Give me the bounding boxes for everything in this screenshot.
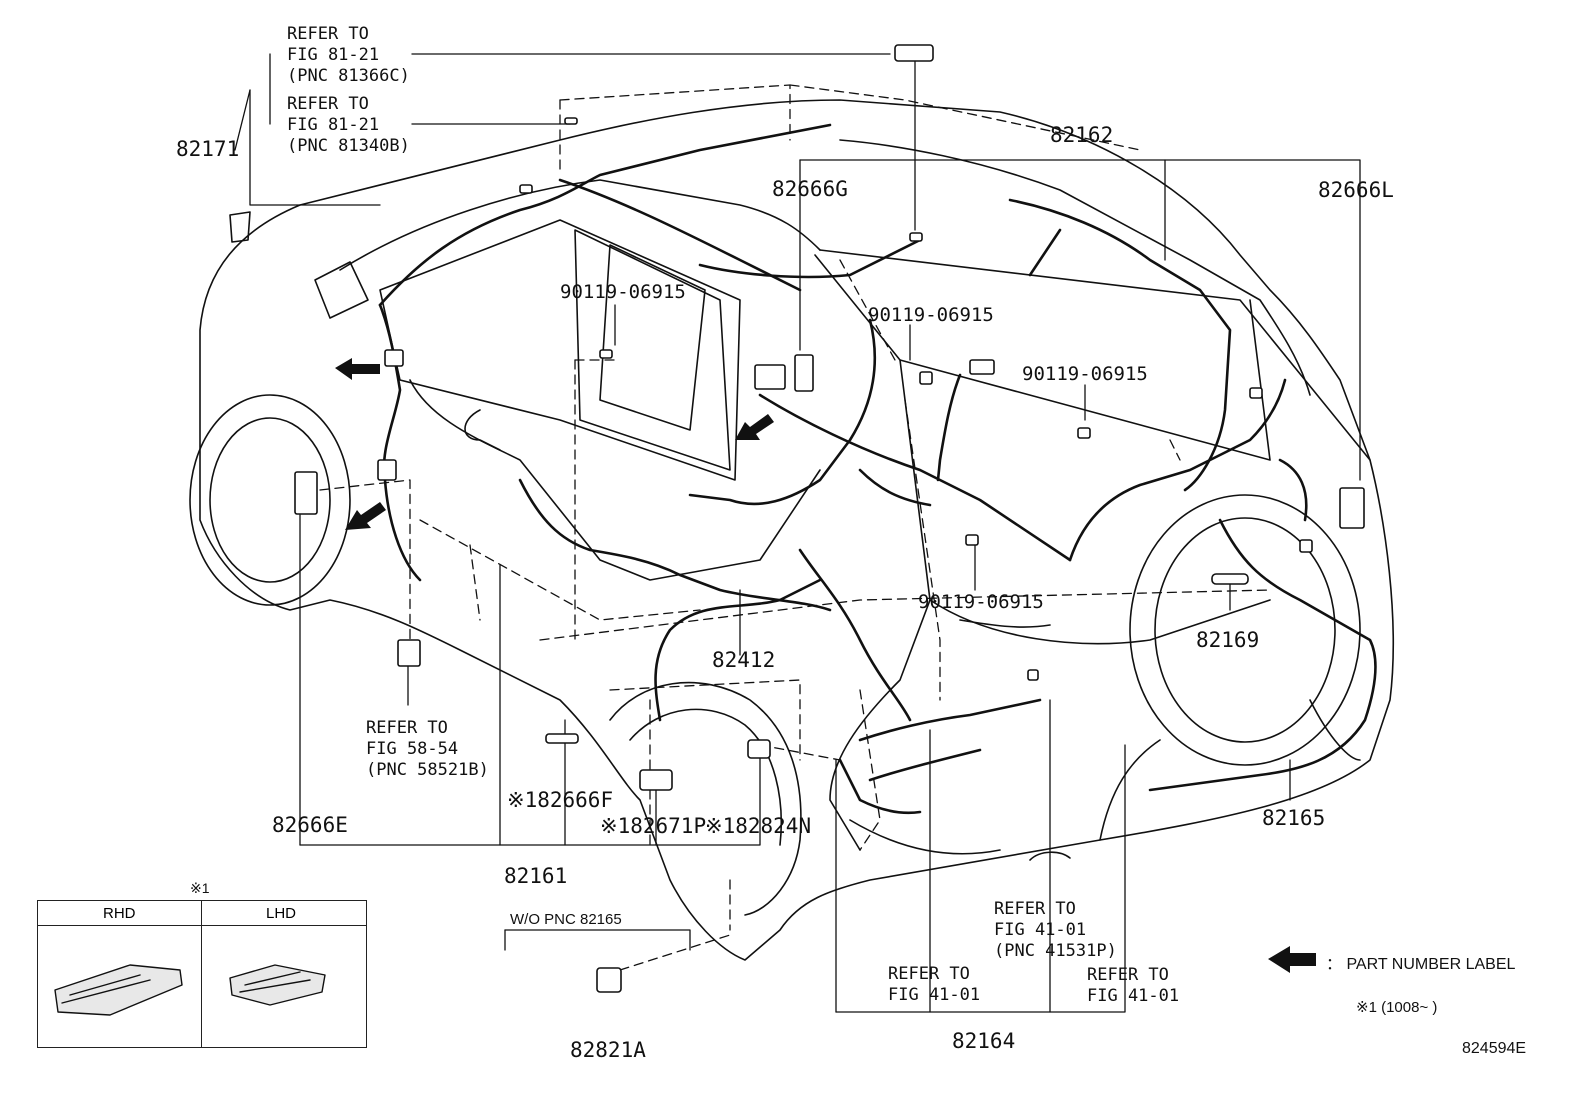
refer-fig-58-54: REFER TO FIG 58-54 (PNC 58521B) bbox=[366, 718, 489, 780]
part-82169: 82169 bbox=[1196, 628, 1260, 652]
part-82165: 82165 bbox=[1262, 806, 1326, 830]
refer-fig-41-01-c: REFER TO FIG 41-01 bbox=[1087, 965, 1180, 1006]
legend-sketches bbox=[54, 964, 326, 1016]
part-82666L: 82666L bbox=[1318, 178, 1394, 202]
diagram-id: 824594E bbox=[1462, 1040, 1527, 1057]
refer-fig-81-21-a: REFER TO FIG 81-21 (PNC 81366C) bbox=[287, 24, 410, 86]
part-82666F: ※182666F bbox=[507, 788, 614, 812]
part-82412: 82412 bbox=[712, 648, 776, 672]
part-82161: 82161 bbox=[504, 864, 568, 888]
legend-divider bbox=[201, 901, 202, 1047]
part-90119-c: 90119-06915 bbox=[1022, 363, 1148, 385]
legend-lhd: LHD bbox=[266, 905, 297, 922]
part-82671P: ※182671P bbox=[600, 814, 707, 838]
part-number-label-arrows bbox=[335, 358, 1316, 973]
refer-fig-41-01-a: REFER TO FIG 41-01 (PNC 41531P) bbox=[994, 899, 1117, 961]
part-82164: 82164 bbox=[952, 1029, 1016, 1053]
part-82171: 82171 bbox=[176, 137, 240, 161]
rhd-lhd-legend: RHD LHD bbox=[37, 900, 367, 1048]
connectors bbox=[294, 44, 1365, 993]
legend-mark: ※1 bbox=[190, 880, 210, 896]
part-90119-a: 90119-06915 bbox=[560, 281, 686, 303]
vehicle-body bbox=[189, 99, 1395, 961]
part-82162: 82162 bbox=[1050, 123, 1114, 147]
legend-header bbox=[38, 901, 366, 926]
refer-fig-81-21-b: REFER TO FIG 81-21 (PNC 81340B) bbox=[287, 94, 410, 156]
without-pnc-note: W/O PNC 82165 bbox=[510, 911, 622, 928]
part-82666E: 82666E bbox=[272, 813, 348, 837]
part-90119-d: 90119-06915 bbox=[918, 591, 1044, 613]
part-82824N: ※182824N bbox=[705, 814, 812, 838]
date-note: ※1 (1008~ ) bbox=[1356, 999, 1438, 1016]
dashed-lines bbox=[319, 84, 1271, 971]
part-82821A: 82821A bbox=[570, 1038, 646, 1062]
part-82666G: 82666G bbox=[772, 177, 848, 201]
wire-harness bbox=[378, 123, 1377, 815]
part-90119-b: 90119-06915 bbox=[868, 304, 994, 326]
part-number-label-legend: ： PART NUMBER LABEL bbox=[1326, 956, 1516, 973]
legend-rhd: RHD bbox=[103, 905, 136, 922]
refer-fig-41-01-b: REFER TO FIG 41-01 bbox=[888, 964, 981, 1005]
